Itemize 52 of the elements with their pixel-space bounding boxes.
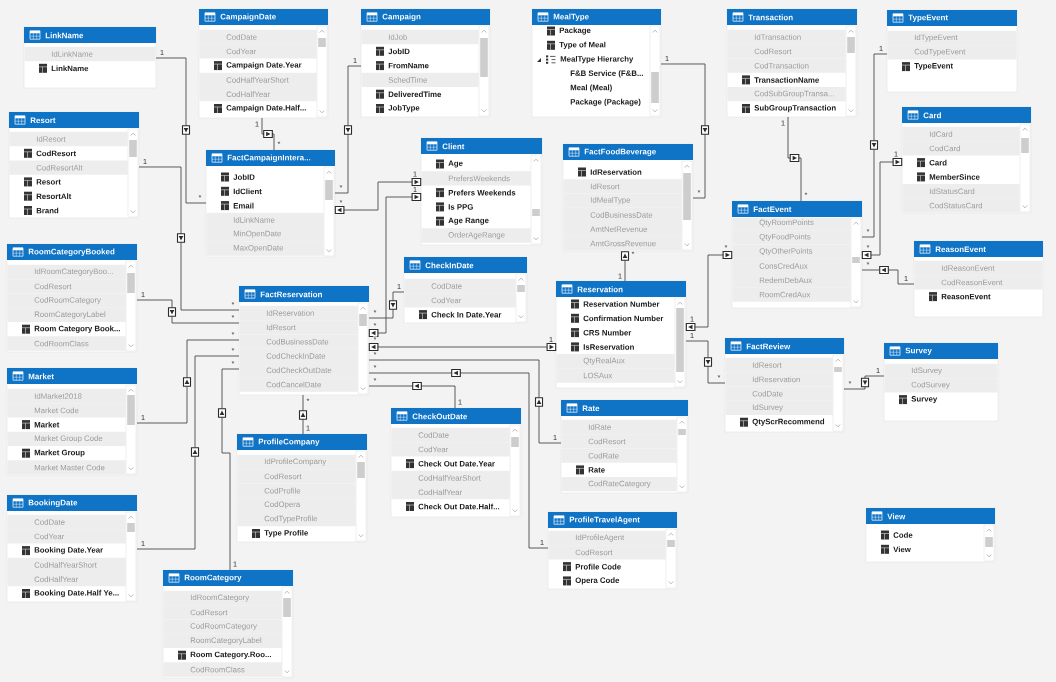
relationship-line xyxy=(368,342,557,352)
relationship-line xyxy=(368,368,549,549)
relationship-line xyxy=(136,299,240,324)
table-header: RoomCategory xyxy=(163,570,293,586)
table-header: TypeEvent xyxy=(887,10,1017,26)
table-header: Rate xyxy=(561,400,688,416)
relationship-line xyxy=(217,368,240,571)
table-header: Transaction xyxy=(727,9,857,25)
table-header: FactReservation xyxy=(239,286,369,302)
relationship-line xyxy=(620,250,630,282)
table-header: CampaignDate xyxy=(199,9,328,25)
table-header: BookingDate xyxy=(7,495,137,511)
table-header: Card xyxy=(902,107,1031,123)
table-header: RoomCategoryBooked xyxy=(7,244,137,260)
relationship-line xyxy=(685,250,733,332)
relationship-line xyxy=(334,177,422,215)
table-header: View xyxy=(866,508,995,524)
table-header: FactCampaignIntera... xyxy=(206,150,335,166)
table-header: ProfileTravelAgent xyxy=(548,512,677,528)
table-header: FactReview xyxy=(725,338,844,354)
table-header: CheckOutDate xyxy=(391,408,521,424)
relationship-line xyxy=(368,291,405,319)
relationship-line xyxy=(155,57,207,204)
table-header: MealType xyxy=(532,9,661,25)
relationship-line xyxy=(843,375,885,390)
table-header: ReasonEvent xyxy=(914,241,1043,257)
table-header: Reservation xyxy=(556,281,686,297)
table-header: Client xyxy=(421,138,542,154)
table-header: FactFoodBeverage xyxy=(563,144,693,160)
table-header: Resort xyxy=(9,112,139,128)
relationship-line xyxy=(334,65,362,194)
relationship-line xyxy=(136,339,240,424)
table-header: Campaign xyxy=(361,9,490,25)
relationship-line xyxy=(787,116,802,202)
relationship-line xyxy=(660,63,710,199)
relationship-line xyxy=(861,265,915,285)
relationship-line xyxy=(368,359,562,444)
table-header: CheckInDate xyxy=(404,257,527,273)
relationship-line xyxy=(368,192,422,338)
relationship-line xyxy=(136,355,240,550)
relationship-line xyxy=(261,117,275,151)
table-header: Market xyxy=(7,368,137,384)
relationship-line xyxy=(138,166,240,311)
table-header: LinkName xyxy=(24,27,156,43)
relationship-line xyxy=(368,381,456,409)
table-header: FactEvent xyxy=(732,201,862,217)
relationship-line xyxy=(298,394,308,435)
relationship-line xyxy=(861,53,888,238)
table-header: ProfileCompany xyxy=(237,434,367,450)
relationship-line xyxy=(861,157,903,260)
relationship-line xyxy=(685,340,726,384)
table-header: Survey xyxy=(884,343,998,359)
